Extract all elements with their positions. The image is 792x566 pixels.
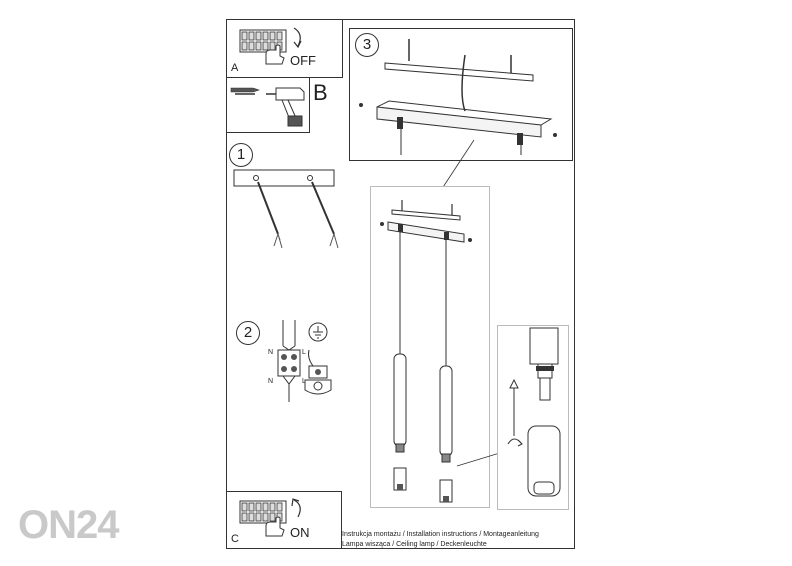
wire-label-n-bottom: N	[268, 378, 274, 385]
drill-icon	[266, 87, 305, 127]
wire-label-l-top: L	[302, 349, 306, 356]
off-label: OFF	[290, 53, 316, 68]
bulb-replacement-illustration	[507, 327, 561, 497]
step-2-marker: 2	[236, 321, 260, 345]
caption: Instrukcja montażu / Installation instru…	[342, 530, 539, 550]
box-a-letter: A	[231, 62, 239, 74]
box-b-letter: B	[313, 80, 328, 105]
wire-label-n-top: N	[268, 349, 274, 356]
terminal-block-icon	[277, 320, 301, 402]
on-label: ON	[290, 525, 310, 540]
switch-on-arrow-icon	[291, 498, 301, 518]
step-3-canopy-bracket	[359, 39, 557, 155]
box-step-3-mounting	[349, 28, 573, 161]
step-1-marker: 1	[229, 143, 253, 167]
wire-label-l-bottom: L	[302, 378, 306, 385]
box-c-letter: C	[231, 533, 239, 545]
step-3-marker: 3	[355, 33, 379, 57]
on24-watermark-logo: ON24	[18, 503, 119, 547]
switch-off-arrow-icon	[293, 27, 302, 49]
hand-icon	[265, 516, 285, 537]
step-1-ceiling-plate	[233, 169, 339, 249]
caption-line-2: Lampa wisząca / Ceiling lamp / Deckenleu…	[342, 541, 487, 548]
caption-line-1: Instrukcja montażu / Installation instru…	[342, 531, 539, 538]
ground-symbol-icon	[308, 322, 328, 342]
ground-terminal-icon	[304, 349, 332, 395]
pendant-lamp-illustration	[380, 200, 472, 503]
hand-icon	[265, 44, 285, 65]
fuse-box-icon	[239, 29, 287, 53]
screw-anchor-icon	[230, 87, 260, 95]
